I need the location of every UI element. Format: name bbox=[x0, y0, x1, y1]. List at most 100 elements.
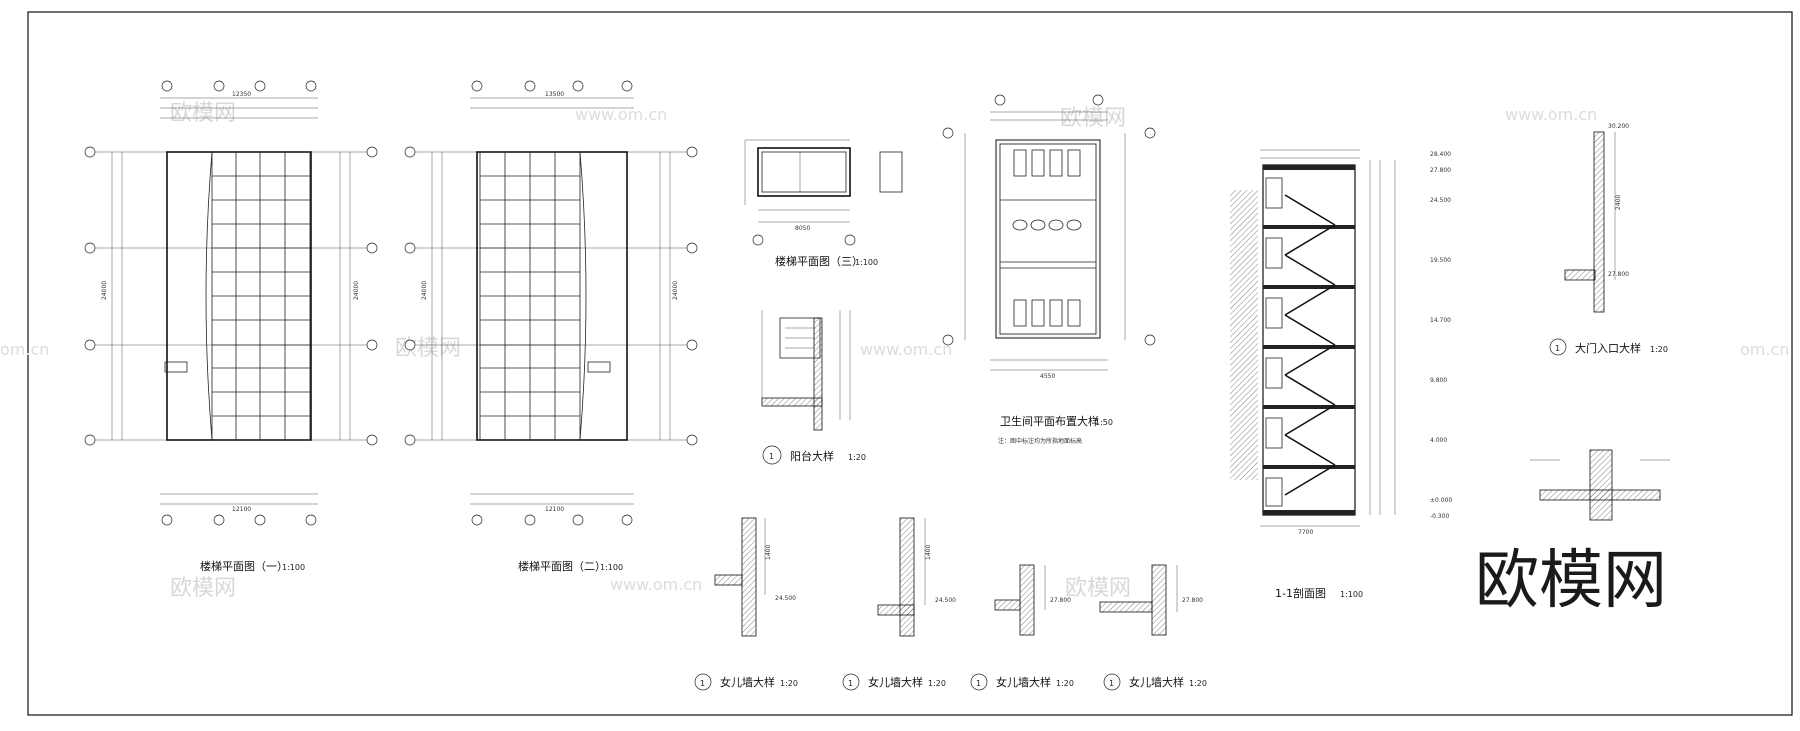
elevation-label: 9.800 bbox=[1430, 377, 1447, 384]
elevation-label: 30.200 bbox=[1608, 123, 1629, 130]
stair-grid bbox=[479, 151, 587, 441]
detail-number: 1 bbox=[1109, 679, 1114, 688]
drawing-title: 楼梯平面图（三） bbox=[775, 254, 863, 268]
detail-number: 1 bbox=[700, 679, 705, 688]
drawing-title: 女儿墙大样 bbox=[868, 675, 923, 689]
elevation-label: 27.800 bbox=[1430, 167, 1451, 174]
elevation-label: 24.500 bbox=[935, 597, 956, 604]
floor-slabs bbox=[1263, 165, 1355, 515]
dim-text: 1400 bbox=[925, 545, 932, 560]
elevation-label: 28.400 bbox=[1430, 151, 1451, 158]
elevation-labels: 28.400 27.800 24.500 19.500 14.700 9.800… bbox=[1430, 151, 1452, 520]
drawing-title: 女儿墙大样 bbox=[1129, 675, 1184, 689]
dim-text: 12100 bbox=[232, 506, 251, 513]
drawing-scale: 1:20 bbox=[1650, 345, 1668, 354]
detail-number: 1 bbox=[848, 679, 853, 688]
gate-detail: 2400 30.200 27.800 1 大门入口大样 1:20 bbox=[1549, 123, 1668, 356]
drawing-title: 楼梯平面图（一） bbox=[200, 559, 288, 573]
drawing-title: 女儿墙大样 bbox=[996, 675, 1051, 689]
stair-flights bbox=[1284, 194, 1336, 496]
stair-grid bbox=[205, 151, 311, 441]
watermark-cn: 欧模网 bbox=[1065, 576, 1131, 601]
detail-number-bubble bbox=[762, 445, 782, 465]
watermark-cn: 欧模网 bbox=[395, 336, 461, 361]
section-1-1: 28.400 27.800 24.500 19.500 14.700 9.800… bbox=[1230, 149, 1452, 600]
elevation-label: 24.500 bbox=[1430, 197, 1451, 204]
logo-watermark: 欧模网 bbox=[1475, 544, 1667, 618]
dim-text: 13500 bbox=[545, 91, 564, 98]
elevation-label: 4.000 bbox=[1430, 437, 1447, 444]
detail-number-bubble bbox=[970, 673, 988, 691]
parapet-detail-2: 1400 24.500 1 女儿墙大样 1:20 bbox=[842, 517, 956, 691]
balcony-detail: 1 阳台大样 1:20 bbox=[761, 310, 866, 465]
dim-text: 4550 bbox=[1040, 373, 1055, 380]
toilet-fixtures bbox=[1000, 149, 1096, 327]
watermark-url: www.om.cn bbox=[575, 105, 667, 124]
drawing-scale: 1:100 bbox=[855, 258, 878, 267]
drawing-scale: 1:100 bbox=[282, 563, 305, 572]
detail-number-bubble bbox=[842, 673, 860, 691]
section-windows bbox=[1265, 177, 1283, 507]
drawing-scale: 1:100 bbox=[600, 563, 623, 572]
drawing-scale: 1:20 bbox=[780, 679, 798, 688]
dim-text: 7700 bbox=[1298, 529, 1313, 536]
elevation-label: 27.800 bbox=[1182, 597, 1203, 604]
stair-plan-3: 8050 楼梯平面图（三） 1:100 bbox=[744, 139, 903, 268]
drawing-scale: 1:20 bbox=[848, 453, 866, 462]
watermark-url: www.om.cn bbox=[610, 575, 702, 594]
watermark-cn: 欧模网 bbox=[170, 101, 236, 126]
dim-text: 1400 bbox=[765, 545, 772, 560]
watermark-cn: 欧模网 bbox=[170, 576, 236, 601]
foundation-detail bbox=[1530, 449, 1670, 521]
drawing-scale: 1:50 bbox=[1095, 418, 1113, 427]
drawing-title: 大门入口大样 bbox=[1575, 341, 1641, 355]
detail-number: 1 bbox=[769, 452, 774, 461]
drawing-scale: 1:20 bbox=[928, 679, 946, 688]
parapet-detail-4: 27.800 1 女儿墙大样 1:20 bbox=[1099, 564, 1207, 691]
drawing-title: 楼梯平面图（二） bbox=[518, 559, 606, 573]
watermarks: 欧模网 www.om.cn 欧模网 www.om.cn om.cn 欧模网 ww… bbox=[0, 101, 1789, 601]
drawing-title: 1-1剖面图 bbox=[1275, 586, 1326, 600]
dim-text: 24000 bbox=[353, 281, 360, 300]
sheet-border bbox=[27, 11, 1793, 716]
watermark-url: www.om.cn bbox=[1505, 105, 1597, 124]
dim-text: 8050 bbox=[795, 225, 810, 232]
elevation-label: ±0.000 bbox=[1430, 497, 1452, 504]
watermark-cn: 欧模网 bbox=[1060, 106, 1126, 131]
stair-plan-2: 13500 12100 24000 24000 bbox=[404, 80, 698, 573]
elevation-label: 24.500 bbox=[775, 595, 796, 602]
watermark-url: om.cn bbox=[0, 340, 49, 359]
toilet-plan: 4550 卫生间平面布置大样 1:50 注：图中标注均为所指地面标高 bbox=[942, 94, 1156, 445]
detail-number: 1 bbox=[976, 679, 981, 688]
detail-number-bubble bbox=[1549, 338, 1567, 356]
drawing-title: 阳台大样 bbox=[790, 449, 834, 463]
elevation-label: 19.500 bbox=[1430, 257, 1451, 264]
dim-text: 2400 bbox=[1615, 195, 1622, 210]
elevation-label: 27.800 bbox=[1608, 271, 1629, 278]
drawing-scale: 1:100 bbox=[1340, 590, 1363, 599]
elevation-label: 14.700 bbox=[1430, 317, 1451, 324]
detail-number: 1 bbox=[1555, 344, 1560, 353]
dim-text: 24000 bbox=[101, 281, 108, 300]
detail-number-bubble bbox=[1103, 673, 1121, 691]
elevation-label: -0.300 bbox=[1430, 513, 1450, 520]
watermark-url: www.om.cn bbox=[860, 340, 952, 359]
grid-bubbles-top bbox=[84, 80, 378, 526]
stair-plan-1: 12350 12100 24000 24000 bbox=[84, 80, 378, 573]
parapet-detail-3: 27.800 1 女儿墙大样 1:20 bbox=[970, 564, 1074, 691]
elevation-label: 27.800 bbox=[1050, 597, 1071, 604]
drawing-scale: 1:20 bbox=[1056, 679, 1074, 688]
facade-hatch bbox=[1230, 190, 1258, 480]
detail-number-bubble bbox=[694, 673, 712, 691]
dim-text: 12350 bbox=[232, 91, 251, 98]
dim-text: 24000 bbox=[421, 281, 428, 300]
drawing-title: 女儿墙大样 bbox=[720, 675, 775, 689]
parapet-detail-1: 1400 24.500 1 女儿墙大样 1:20 bbox=[694, 517, 798, 691]
dim-text: 24000 bbox=[672, 281, 679, 300]
dim-text: 12100 bbox=[545, 506, 564, 513]
drawing-note: 注：图中标注均为所指地面标高 bbox=[998, 437, 1082, 445]
drawing-scale: 1:20 bbox=[1189, 679, 1207, 688]
drawing-title: 卫生间平面布置大样 bbox=[1000, 414, 1099, 428]
